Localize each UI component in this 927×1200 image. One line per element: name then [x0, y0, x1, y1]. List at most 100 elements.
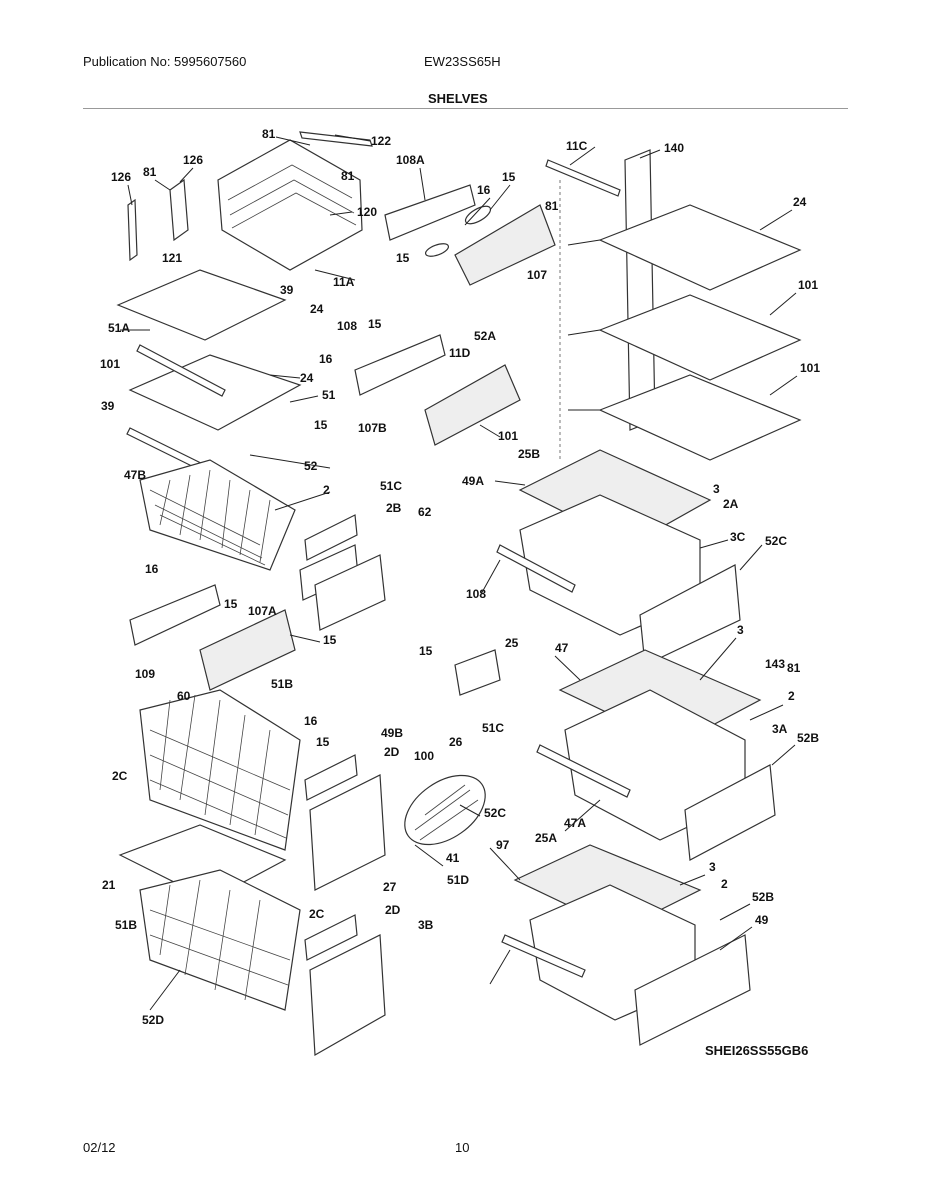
bracket-2C — [304, 914, 358, 961]
callout-label: 2 — [788, 689, 795, 703]
callout-label: 107A — [248, 604, 277, 618]
callout-label: 47 — [555, 641, 569, 655]
bracket-11C — [545, 159, 621, 197]
callout-label: 27 — [383, 880, 397, 894]
callout-label: 3 — [713, 482, 720, 496]
callout-label: 108 — [466, 587, 486, 601]
header-rule — [83, 108, 848, 109]
callout-label: 108A — [396, 153, 425, 167]
callout-label: 108 — [337, 319, 357, 333]
callout-label: 3 — [709, 860, 716, 874]
callout-label: 11D — [449, 346, 471, 360]
callout-label: 126 — [183, 153, 203, 167]
fan-assembly-97 — [404, 774, 486, 846]
callout-label: 62 — [418, 505, 432, 519]
bracket-2B — [314, 554, 386, 631]
callout-label: 15 — [502, 170, 516, 184]
light-cover-107B — [424, 364, 521, 446]
callout-label: 25B — [518, 447, 540, 461]
callout-label: 41 — [446, 851, 460, 865]
callout-label: 49B — [381, 726, 403, 740]
diagram-code: SHEI26SS55GB6 — [705, 1043, 809, 1058]
callout-label: 3 — [737, 623, 744, 637]
bracket-3A — [684, 764, 776, 861]
callout-label: 52B — [752, 890, 774, 904]
callout-label: 2A — [723, 497, 739, 511]
bin-120 — [217, 131, 373, 271]
callout-label: 107B — [358, 421, 387, 435]
callout-labels: 81 122 126 81 126 81 108A 16 15 11C 140 … — [100, 127, 820, 1027]
callout-label: 51C — [482, 721, 504, 735]
light-housing-109 — [454, 649, 501, 696]
callout-label: 3B — [418, 918, 434, 932]
callout-label: 52B — [797, 731, 819, 745]
callout-label: 15 — [323, 633, 337, 647]
callout-label: 51 — [322, 388, 336, 402]
callout-label: 2C — [112, 769, 128, 783]
callout-label: 52C — [484, 806, 506, 820]
callout-label: 39 — [280, 283, 294, 297]
bracket-2D — [309, 774, 386, 891]
callout-label: 2 — [721, 877, 728, 891]
callout-label: 51B — [271, 677, 293, 691]
callout-label: 52A — [474, 329, 496, 343]
callout-label: 15 — [396, 251, 410, 265]
callout-label: 126 — [111, 170, 131, 184]
callout-label: 2 — [323, 483, 330, 497]
publication-number: Publication No: 5995607560 — [83, 54, 247, 69]
callout-label: 49A — [462, 474, 484, 488]
glass-shelf-24 — [567, 204, 802, 461]
basket-49A — [139, 459, 296, 571]
callout-label: 51C — [380, 479, 402, 493]
callout-label: 51D — [447, 873, 469, 887]
callout-label: 16 — [477, 183, 491, 197]
callout-label: 25 — [505, 636, 519, 650]
model-number: EW23SS65H — [424, 54, 501, 69]
callout-label: 52 — [304, 459, 318, 473]
callout-label: 16 — [304, 714, 318, 728]
callout-label: 21 — [102, 878, 116, 892]
callout-label: 2D — [384, 745, 400, 759]
light-housing-108 — [354, 334, 446, 396]
callout-label: 140 — [664, 141, 684, 155]
section-title: SHELVES — [428, 91, 488, 106]
callout-label: 100 — [414, 749, 434, 763]
callout-label: 101 — [498, 429, 518, 443]
callout-label: 15 — [316, 735, 330, 749]
bulb-15 — [464, 205, 492, 225]
callout-label: 81 — [787, 661, 801, 675]
callout-label: 11C — [566, 139, 588, 153]
callout-label: 47B — [124, 468, 146, 482]
callout-label: 2D — [385, 903, 401, 917]
bracket-126 — [127, 178, 189, 262]
footer-date: 02/12 — [83, 1140, 116, 1155]
callout-label: 60 — [177, 689, 191, 703]
callout-label: 15 — [368, 317, 382, 331]
callout-label: 3A — [772, 722, 788, 736]
rail-52C — [536, 744, 631, 798]
bracket-2 — [304, 514, 358, 561]
callout-label: 24 — [793, 195, 807, 209]
light-cover-107A — [199, 609, 296, 691]
callout-label: 49 — [755, 913, 769, 927]
callout-label: 39 — [101, 399, 115, 413]
bracket-3B — [634, 934, 751, 1046]
callout-label: 143 — [765, 657, 785, 671]
callout-label: 122 — [371, 134, 391, 148]
callout-label: 81 — [143, 165, 157, 179]
callout-label: 101 — [798, 278, 818, 292]
callout-label: 47A — [564, 816, 586, 830]
callout-label: 15 — [224, 597, 238, 611]
bulb-15 — [424, 243, 450, 257]
callout-label: 121 — [162, 251, 182, 265]
callout-label: 16 — [145, 562, 159, 576]
leader-lines — [120, 134, 798, 1011]
crisper-47B — [518, 449, 712, 636]
callout-label: 101 — [800, 361, 820, 375]
rail-52D — [501, 934, 586, 978]
light-housing-108 — [129, 584, 221, 646]
page-number: 10 — [455, 1140, 470, 1155]
callout-label: 3C — [730, 530, 746, 544]
basket-49 — [139, 869, 301, 1011]
